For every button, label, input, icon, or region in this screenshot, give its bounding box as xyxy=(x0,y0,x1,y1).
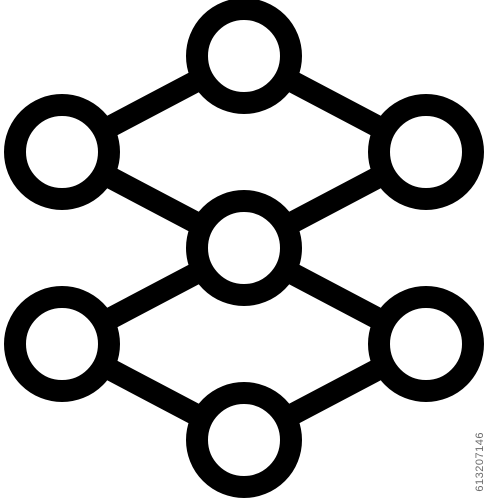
node-center xyxy=(186,190,302,306)
node-upper-right xyxy=(368,94,484,210)
node-upper-left xyxy=(4,94,120,210)
nodes xyxy=(4,0,484,498)
node-bottom xyxy=(186,382,302,498)
node-lower-right xyxy=(368,286,484,402)
watermark-id-text: 613207146 xyxy=(474,432,486,492)
node-top xyxy=(186,0,302,114)
node-lower-left xyxy=(4,286,120,402)
